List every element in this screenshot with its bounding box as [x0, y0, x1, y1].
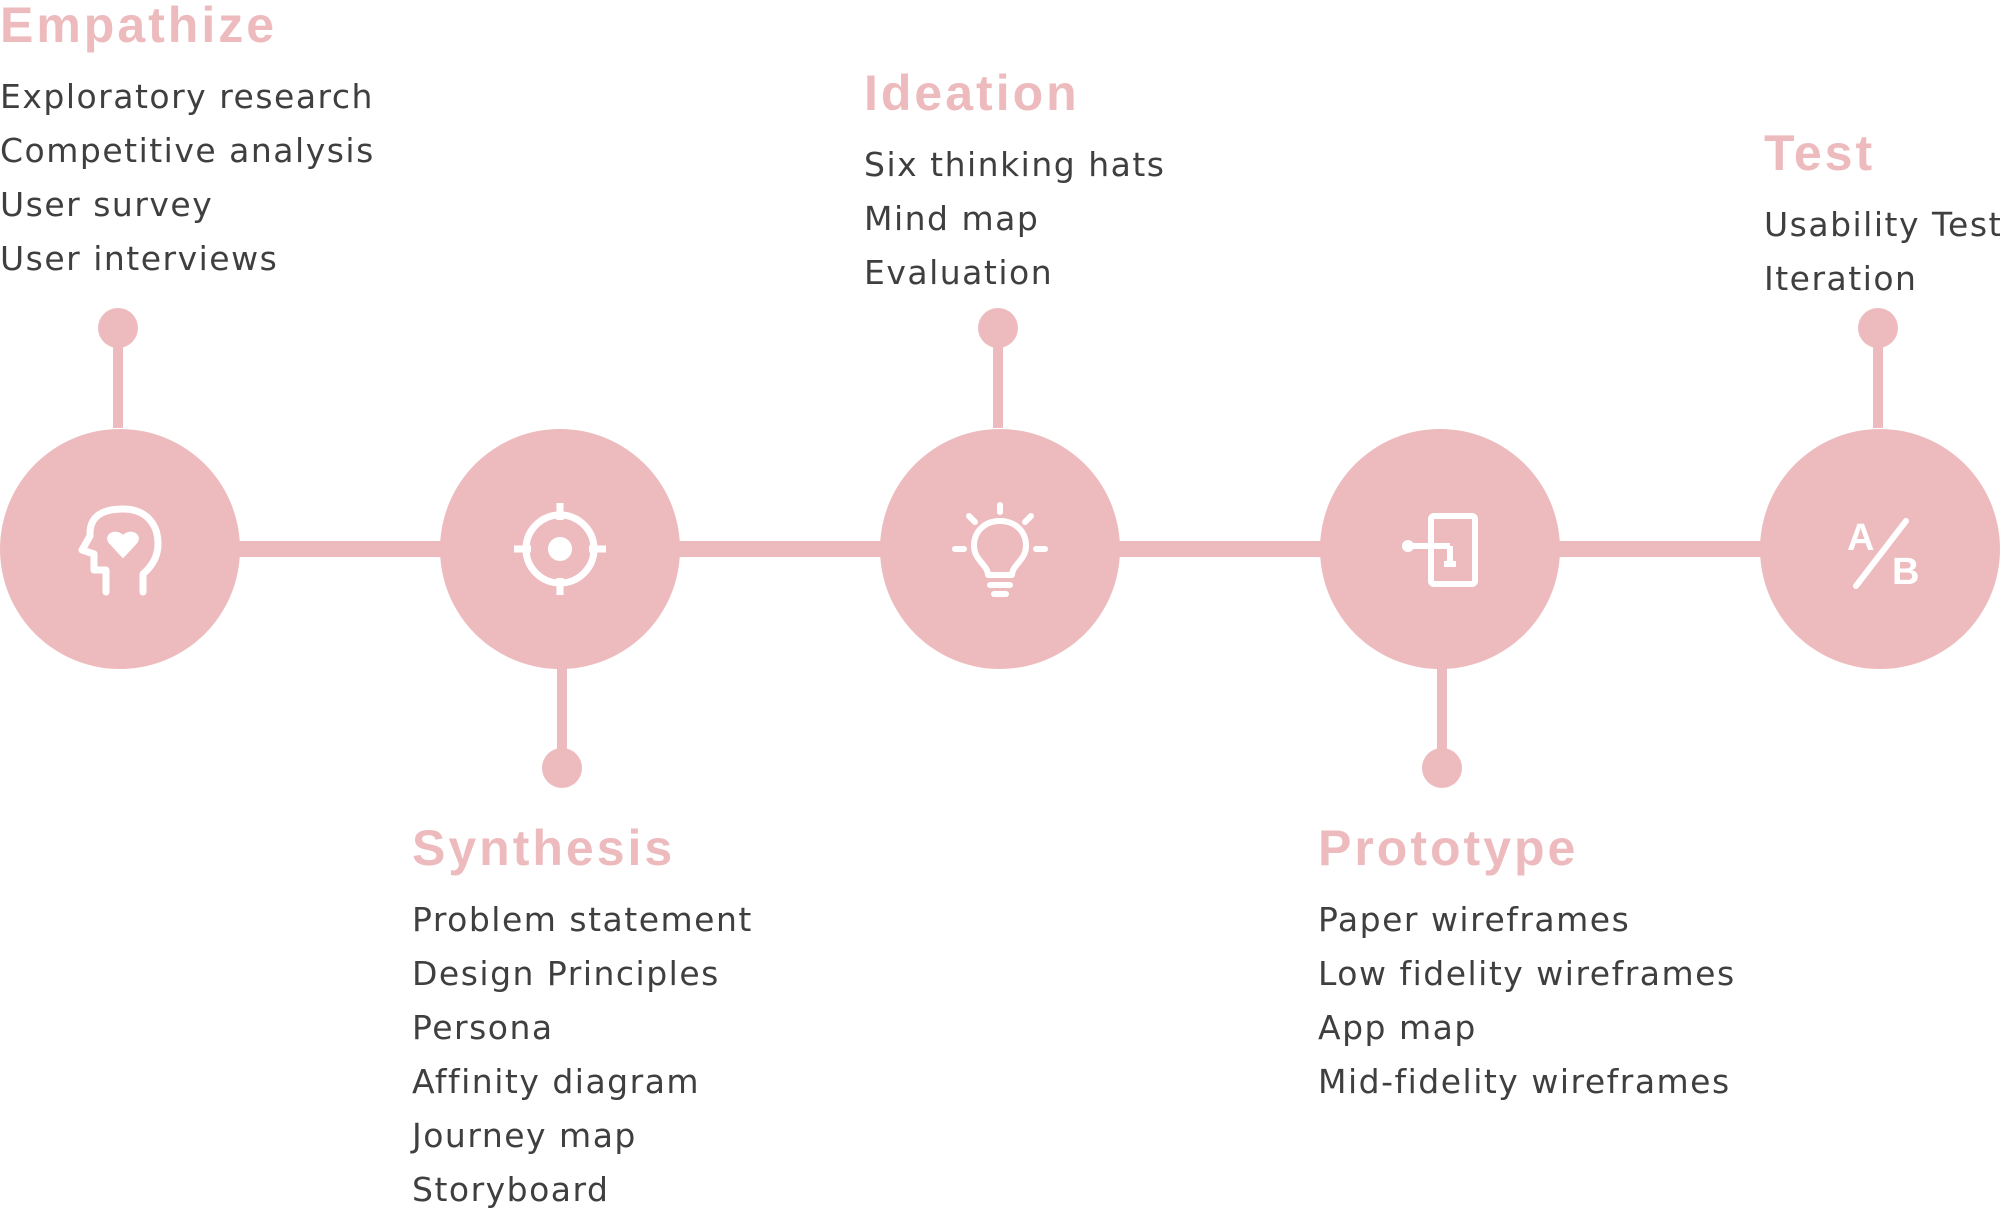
phone-flow-icon: [1402, 513, 1478, 587]
list-item: Journey map: [412, 1116, 637, 1155]
stage-title: Ideation: [864, 65, 1080, 121]
stage-item-list: Usability Test Iteration: [1764, 198, 2000, 306]
stage-test: Test Usability Test Iteration: [1764, 128, 2000, 306]
stage-circle-test: [1760, 429, 2000, 669]
ab-test-icon: A B: [1847, 517, 1919, 593]
stage-item-list: Paper wireframes Low fidelity wireframes…: [1318, 893, 1736, 1109]
list-item: Paper wireframes: [1318, 900, 1631, 939]
list-item: App map: [1318, 1008, 1477, 1047]
list-item: User survey: [0, 185, 214, 224]
list-item: Storyboard: [412, 1170, 610, 1209]
list-item: Iteration: [1764, 259, 1918, 298]
target-icon: [514, 503, 606, 595]
head-heart-icon: [78, 505, 162, 596]
stem-prototype: [1437, 665, 1447, 768]
list-item: Mind map: [864, 199, 1040, 238]
connector-line: [670, 541, 886, 557]
stage-empathize: Empathize Exploratory research Competiti…: [0, 0, 375, 286]
stage-synthesis: Synthesis Problem statement Design Princ…: [412, 823, 753, 1217]
stage-prototype: Prototype Paper wireframes Low fidelity …: [1318, 823, 1736, 1109]
list-item: Mid-fidelity wireframes: [1318, 1062, 1731, 1101]
stage-title: Empathize: [0, 0, 278, 53]
list-item: Exploratory research: [0, 77, 374, 116]
pin-synthesis: [542, 748, 582, 788]
pin-test: [1858, 308, 1898, 348]
stage-circle-ideation: [880, 429, 1120, 669]
list-item: Problem statement: [412, 900, 753, 939]
pin-empathize: [98, 308, 138, 348]
svg-text:B: B: [1892, 551, 1919, 593]
stage-title: Prototype: [1318, 820, 1579, 876]
list-item: Usability Test: [1764, 205, 2000, 244]
stage-item-list: Six thinking hats Mind map Evaluation: [864, 138, 1165, 300]
stem-ideation: [993, 328, 1003, 428]
stage-title: Synthesis: [412, 820, 676, 876]
lightbulb-icon: [952, 502, 1048, 597]
connector-line: [230, 541, 446, 557]
stage-title: Test: [1764, 125, 1876, 181]
stage-ideation: Ideation Six thinking hats Mind map Eval…: [864, 68, 1165, 300]
list-item: Six thinking hats: [864, 145, 1166, 184]
list-item: Competitive analysis: [0, 131, 375, 170]
svg-text:A: A: [1847, 517, 1874, 559]
stem-synthesis: [557, 665, 567, 768]
list-item: User interviews: [0, 239, 279, 278]
list-item: Low fidelity wireframes: [1318, 954, 1736, 993]
list-item: Affinity diagram: [412, 1062, 701, 1101]
stage-item-list: Exploratory research Competitive analysi…: [0, 70, 375, 286]
connector-line: [1110, 541, 1326, 557]
list-item: Persona: [412, 1008, 554, 1047]
pin-prototype: [1422, 748, 1462, 788]
list-item: Evaluation: [864, 253, 1054, 292]
stage-item-list: Problem statement Design Principles Pers…: [412, 893, 753, 1217]
stem-empathize: [113, 328, 123, 428]
stem-test: [1873, 328, 1883, 428]
connector-line: [1550, 541, 1766, 557]
list-item: Design Principles: [412, 954, 720, 993]
pin-ideation: [978, 308, 1018, 348]
